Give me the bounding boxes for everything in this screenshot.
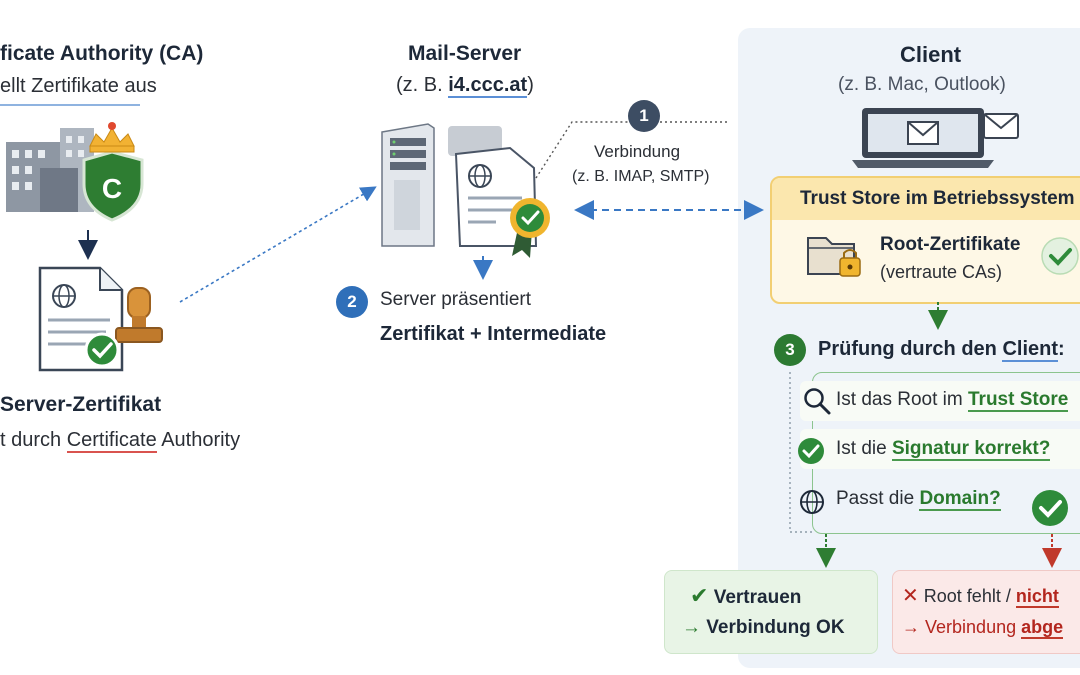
step-1-line1: Verbindung <box>594 142 681 161</box>
domain-check-icon <box>1032 490 1068 526</box>
check-row-signature-bg <box>800 429 1080 469</box>
mail-server-sub-prefix: (z. B. <box>396 74 449 96</box>
check-trust-store-prefix: Ist das Root im <box>836 389 968 410</box>
step-1-badge: 1 <box>628 100 660 132</box>
folder-lock-icon <box>807 237 861 277</box>
dotted-step1-line <box>535 121 628 179</box>
server-cert-caption-suffix: Authority <box>156 429 241 451</box>
check-domain-em: Domain? <box>919 488 1001 511</box>
ca-building-shield-icon: C <box>6 122 144 222</box>
step-3-label: Prüfung durch den Client: <box>818 338 1065 362</box>
globe-icon <box>800 490 824 514</box>
client-title: Client <box>900 42 962 67</box>
step-3-label-prefix: Prüfung durch den <box>818 338 1003 360</box>
check-signature-em: Signatur korrekt? <box>891 438 1051 461</box>
outcome-ok-line2-text: Verbindung OK <box>706 617 845 638</box>
outcome-fail-line2: → Verbindung abge <box>902 617 1064 639</box>
mail-server-subtitle: (z. B. i4.ccc.at) <box>396 74 534 98</box>
arrow-cert-to-server <box>179 186 377 303</box>
fail-cross-icon: ✕ <box>902 585 919 607</box>
outcome-fail-box <box>892 570 1080 654</box>
mail-server-title: Mail-Server <box>408 42 522 65</box>
fail-arrow-icon: → <box>902 617 920 637</box>
trust-check-icon <box>1041 237 1079 275</box>
outcome-fail-line2-em: abge <box>1021 617 1064 639</box>
check-signature-prefix: Ist die <box>836 438 892 459</box>
ca-subtitle: ellt Zertifikate aus <box>0 75 157 106</box>
outcome-fail-line1: ✕ Root fehlt / nicht <box>902 583 1059 608</box>
outcome-fail-line1-em: nicht <box>1015 586 1059 608</box>
trust-store-header-bg <box>772 178 1080 220</box>
search-icon <box>804 388 831 415</box>
trust-store-header: Trust Store im Betriebssystem <box>800 188 1075 209</box>
server-certificate-stamp-icon <box>38 266 163 372</box>
check-domain-prefix: Passt die <box>836 488 920 509</box>
check-row-trust-bg <box>800 381 1080 421</box>
server-cert-caption-prefix: t durch <box>0 429 67 451</box>
root-cert-subtitle: (vertraute CAs) <box>880 262 1003 282</box>
signature-check-icon <box>798 438 824 464</box>
mail-server-host: i4.ccc.at <box>448 74 528 98</box>
server-cert-caption-underlined: Certificate <box>66 429 157 453</box>
check-trust-store-em: Trust Store <box>968 389 1069 412</box>
outcome-fail-line2-prefix: Verbindung <box>925 617 1022 637</box>
server-cert-title: Server-Zertifikat <box>0 393 162 416</box>
client-subtitle: (z. B. Mac, Outlook) <box>838 74 1006 95</box>
outcome-ok-box <box>664 570 878 654</box>
step-3-label-client: Client <box>1002 338 1058 362</box>
ok-arrow-icon: → <box>682 617 701 638</box>
mail-server-icon <box>381 123 550 258</box>
step-2-line1: Server präsentiert <box>380 289 532 310</box>
laptop-mail-icon <box>852 108 1019 168</box>
check-signature: Ist die Signatur korrekt? <box>836 438 1051 461</box>
outcome-fail-line1-prefix: Root fehlt / <box>923 586 1016 606</box>
step-2-badge: 2 <box>336 286 368 318</box>
root-cert-title: Root-Zertifikate <box>880 234 1021 255</box>
outcome-ok-line2: → Verbindung OK <box>682 617 845 639</box>
ok-check-icon: ✔ <box>690 583 709 608</box>
check-domain: Passt die Domain? <box>836 488 1001 511</box>
ca-title: ficate Authority (CA) <box>0 42 204 65</box>
step-1-line2: (z. B. IMAP, SMTP) <box>572 168 710 185</box>
mail-server-sub-suffix: ) <box>527 74 534 96</box>
outcome-ok-line1: ✔ Vertrauen <box>690 583 801 609</box>
step-3-label-suffix: : <box>1058 338 1065 360</box>
server-cert-caption: t durch Certificate Authority <box>0 429 241 453</box>
outcome-ok-line1-text: Vertrauen <box>713 587 802 608</box>
ca-shield-letter: C <box>102 173 122 204</box>
check-trust-store: Ist das Root im Trust Store <box>836 389 1069 412</box>
step-3-badge: 3 <box>774 334 806 366</box>
step-2-line2: Zertifikat + Intermediate <box>380 323 607 345</box>
